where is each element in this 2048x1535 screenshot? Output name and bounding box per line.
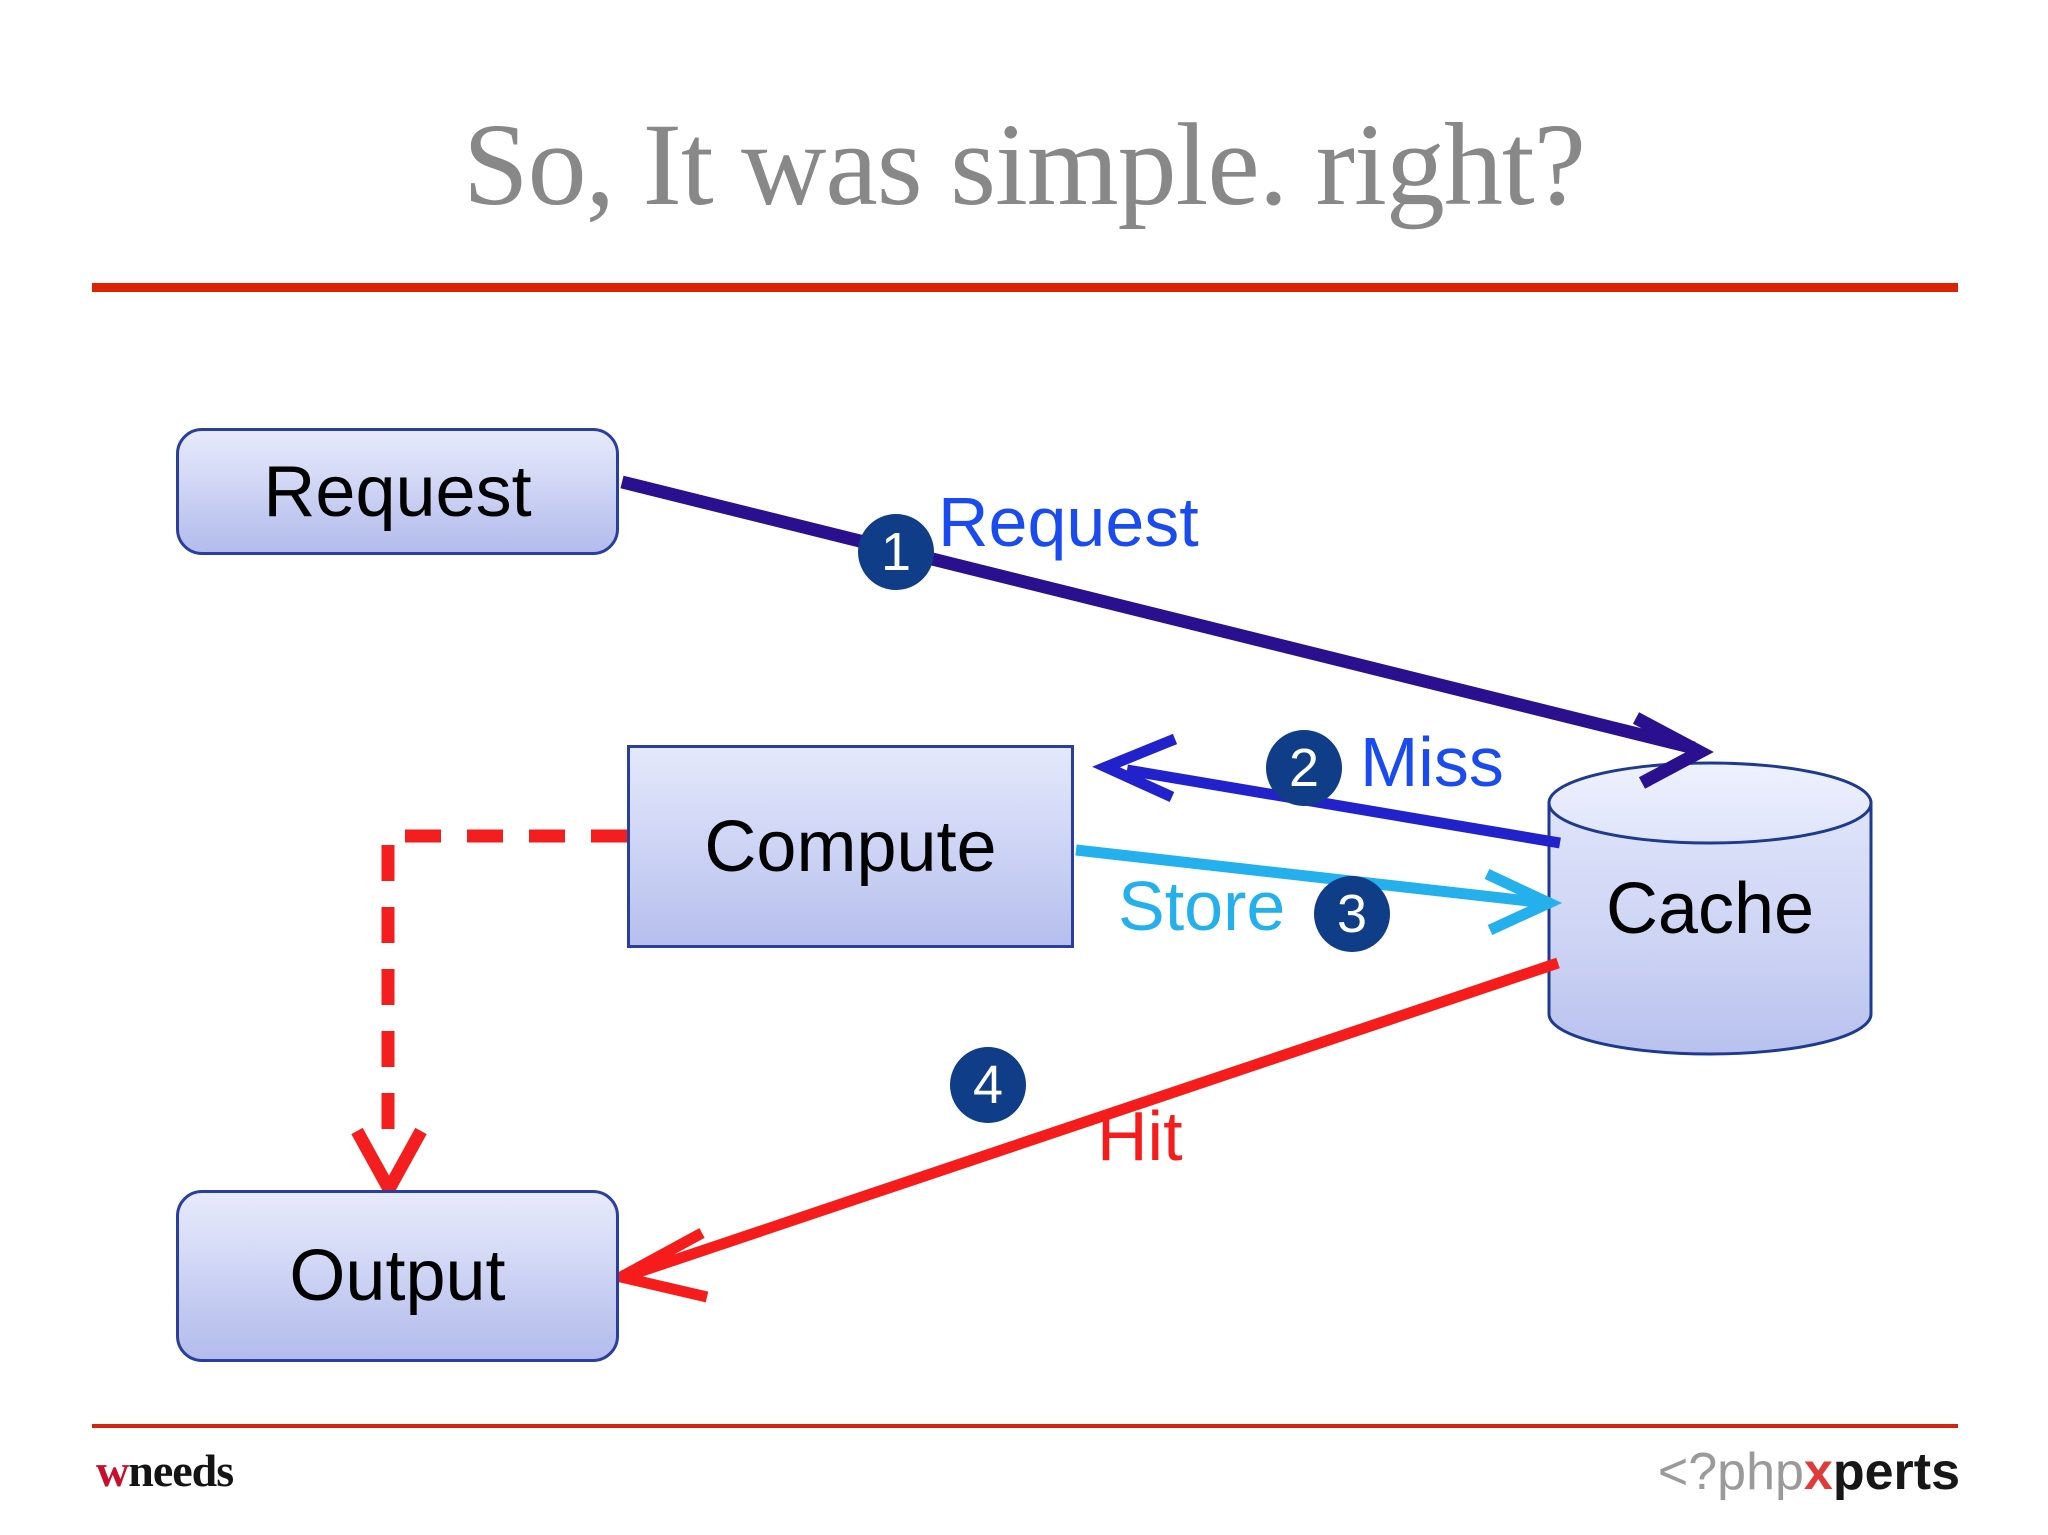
title-divider-rule — [92, 283, 1958, 292]
node-cache-label: Cache — [1605, 869, 1815, 949]
node-request[interactable]: Request — [176, 428, 619, 555]
edge-label-store: Store — [1118, 867, 1286, 945]
phpxperts-logo: <?phpxperts — [1658, 1442, 1960, 1502]
edge-label-request: Request — [938, 483, 1199, 561]
edge-label-miss: Miss — [1360, 723, 1504, 801]
wneeds-logo: wneeds — [96, 1444, 234, 1497]
page-title: So, It was simple. right? — [462, 99, 1586, 230]
step-badge-2: 2 — [1266, 730, 1342, 806]
step-badge-2-number: 2 — [1288, 738, 1320, 798]
phpxperts-logo-prefix: <?php — [1657, 1443, 1804, 1501]
edge-label-hit: Hit — [1097, 1097, 1183, 1175]
edge-request-to-cache — [620, 475, 1714, 789]
step-badge-3: 3 — [1314, 876, 1390, 952]
wneeds-logo-accent: w — [96, 1445, 129, 1496]
phpxperts-logo-suffix: perts — [1832, 1443, 1960, 1501]
edge-cache-to-compute-miss — [1092, 733, 1561, 849]
node-compute[interactable]: Compute — [627, 745, 1074, 948]
step-badge-3-number: 3 — [1336, 884, 1368, 944]
wneeds-logo-text: needs — [128, 1445, 234, 1496]
step-badge-4-number: 4 — [972, 1055, 1004, 1115]
phpxperts-logo-accent: x — [1803, 1443, 1833, 1501]
node-output[interactable]: Output — [176, 1190, 619, 1362]
edge-compute-to-output-dashed — [351, 829, 627, 1203]
footer-divider-rule — [92, 1424, 1958, 1428]
edge-compute-to-cache-store — [1075, 844, 1563, 936]
step-badge-4: 4 — [950, 1047, 1026, 1123]
edge-cache-to-output-hit — [605, 957, 1560, 1303]
node-output-label: Output — [289, 1236, 506, 1316]
node-compute-label: Compute — [704, 806, 997, 887]
node-request-label: Request — [263, 451, 532, 532]
step-badge-1: 1 — [858, 514, 934, 590]
step-badge-1-number: 1 — [880, 522, 912, 582]
node-cache[interactable]: Cache — [1549, 763, 1871, 1055]
cache-cylinder-shape — [1547, 761, 1873, 1056]
